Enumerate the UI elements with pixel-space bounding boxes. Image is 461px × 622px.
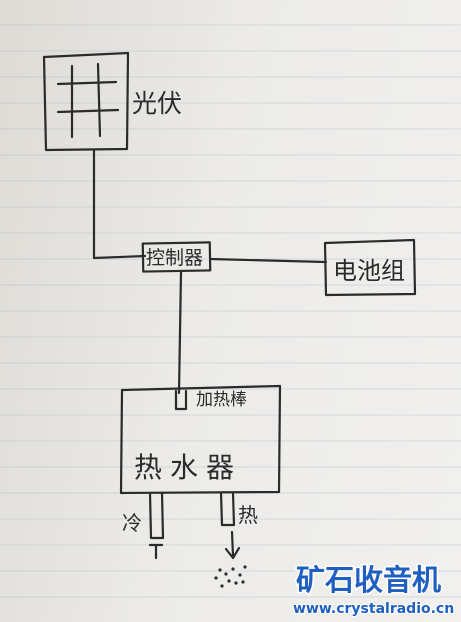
hot-pipe — [219, 491, 236, 527]
cold-pipe — [148, 491, 165, 540]
battery-box — [323, 238, 417, 297]
controller-label: 控制器 — [146, 247, 203, 269]
cold-label: 冷 — [122, 511, 142, 535]
water-heater-tank — [119, 384, 282, 495]
watermark-title: 矿石收音机 — [296, 563, 441, 597]
down-arrow-icon — [224, 530, 241, 560]
water-heater-label: 热水器 — [134, 451, 242, 484]
watermark-url: www.crystalradio.cn — [293, 601, 454, 617]
watermark: 矿石收音机 www.crystalradio.cn — [292, 562, 455, 619]
heater-rod-label: 加热棒 — [196, 390, 247, 410]
cold-tap-mark — [148, 543, 164, 560]
wire-solar-controller — [92, 148, 147, 260]
battery-label: 电池组 — [333, 257, 405, 285]
heater-rod — [174, 389, 188, 411]
wire-controller-heater — [177, 270, 183, 395]
solar-label: 光伏 — [132, 89, 182, 118]
water-drops — [214, 565, 247, 588]
wire-controller-battery — [208, 257, 328, 264]
controller-box — [141, 241, 212, 273]
hot-label: 热 — [238, 503, 258, 527]
solar-panel — [42, 51, 130, 152]
